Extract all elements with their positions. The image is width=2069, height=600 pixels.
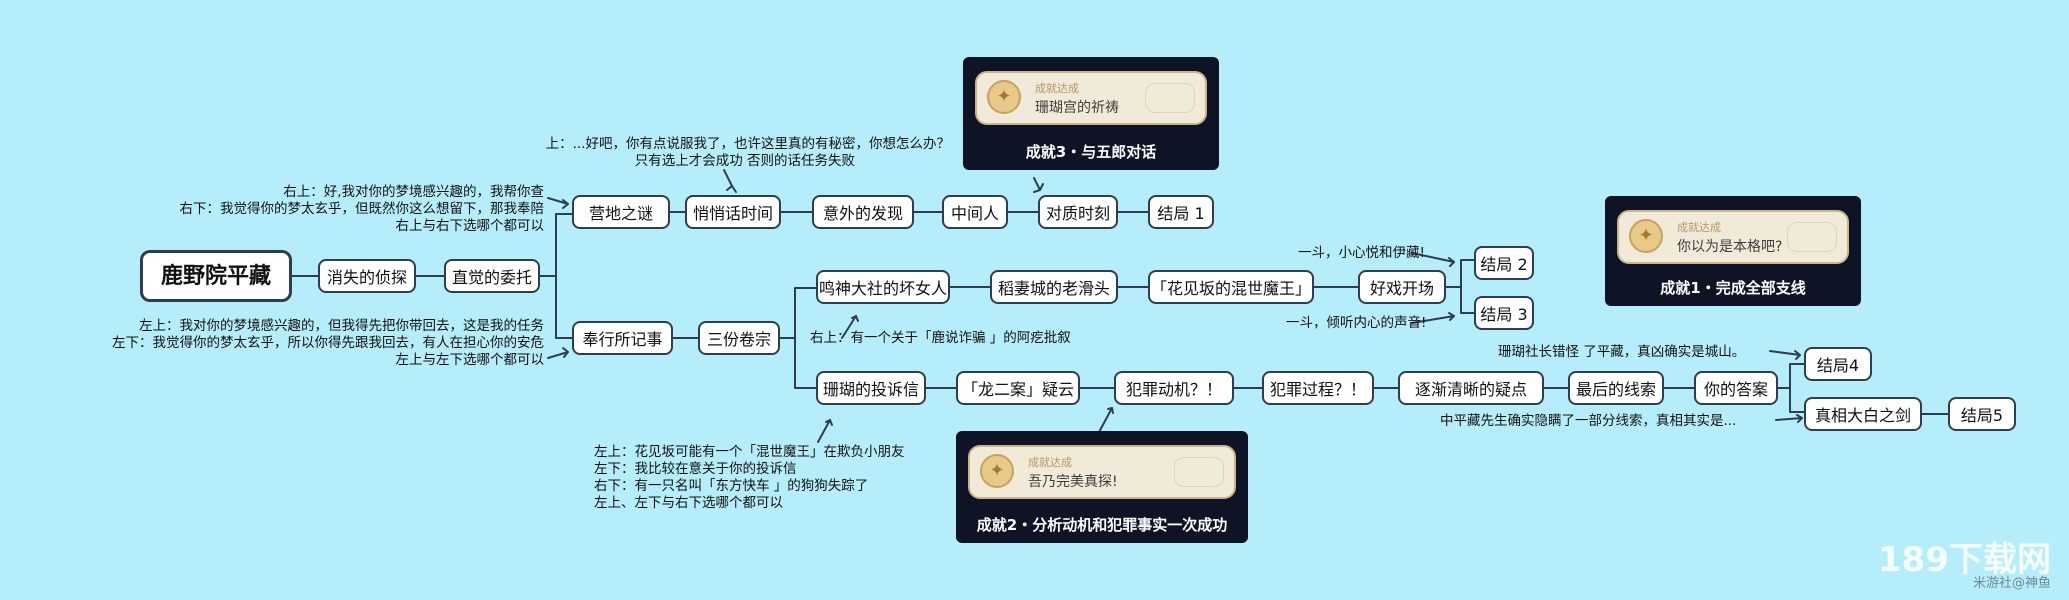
note-top-choice: 上：...好吧，你有点说服我了，也许这里真的有秘密，你想怎么办？ 只有选上才会成… <box>490 136 950 170</box>
note-choice-ending3: 一斗，倾听内心的声音! <box>1286 315 1427 331</box>
node-ending4: 结局4 <box>1804 347 1872 381</box>
achievement-caption: 成就3・与五郎对话 <box>1025 143 1157 161</box>
achievement-name: 吾乃完美真探! <box>1028 474 1118 490</box>
achievement-1: ✦ 成就达成 你以为是本格吧? 成就1・完成全部支线 <box>1605 196 1861 306</box>
note-bottom-choice-line4: 左上、左下与右下选哪个都可以 <box>594 495 783 511</box>
achievement-badge: 成就达成 <box>1035 82 1079 95</box>
note-upper-left: 右上：好,我对你的梦境感兴趣的，我帮你查 右下：我觉得你的梦太玄乎，但既然你这么… <box>124 184 545 235</box>
note-lower-left-line2: 左下：我觉得你的梦太玄乎，所以你得先跟我回去，有人在担心你的安危 <box>112 335 544 351</box>
node-ending1: 结局 1 <box>1148 195 1214 229</box>
note-bottom-choice-line1: 左上：花见坂可能有一个「混世魔王」在欺负小朋友 <box>594 444 905 460</box>
card-ornament <box>1174 457 1224 487</box>
achievement-name: 你以为是本格吧? <box>1677 239 1783 255</box>
node-old-fox: 稻妻城的老滑头 <box>990 270 1118 304</box>
node-ending2: 结局 2 <box>1474 246 1534 280</box>
node-magistrate: 奉行所记事 <box>572 321 673 355</box>
node-process: 犯罪过程？！ <box>1262 371 1374 405</box>
note-upper-left-line2: 右下：我觉得你的梦太玄乎，但既然你这么想留下，那我奉陪 <box>179 201 545 217</box>
note-upper-left-line3: 右上与右下选哪个都可以 <box>395 218 545 234</box>
node-ending3: 结局 3 <box>1474 296 1534 330</box>
achievement-name: 珊瑚宫的祈祷 <box>1035 100 1119 116</box>
node-motive: 犯罪动机？！ <box>1114 371 1234 405</box>
node-confront: 对质时刻 <box>1038 195 1118 229</box>
card-ornament <box>1145 83 1195 113</box>
node-intuition: 直觉的委托 <box>444 259 540 293</box>
node-truth-sword: 真相大白之剑 <box>1804 397 1922 431</box>
node-lost-detective: 消失的侦探 <box>318 259 416 293</box>
achievement-2: ✦ 成就达成 吾乃完美真探! 成就2・分析动机和犯罪事实一次成功 <box>956 431 1248 543</box>
achievement-caption: 成就2・分析动机和犯罪事实一次成功 <box>976 516 1228 534</box>
note-top-choice-line1: 上：...好吧，你有点说服我了，也许这里真的有秘密，你想怎么办？ <box>545 136 950 152</box>
achievement-card: ✦ 成就达成 吾乃完美真探! <box>968 445 1236 499</box>
note-lower-left-line3: 左上与左下选哪个都可以 <box>395 352 545 368</box>
node-middleman: 中间人 <box>942 195 1008 229</box>
node-clearer: 逐渐清晰的疑点 <box>1398 371 1544 405</box>
achievement-badge: 成就达成 <box>1028 456 1072 469</box>
achievement-card: ✦ 成就达成 珊瑚宫的祈祷 <box>975 71 1207 125</box>
card-ornament <box>1787 222 1837 252</box>
note-choice-ending4: 珊瑚社长错怪 了平藏，真凶确实是城山。 <box>1498 344 1746 360</box>
note-top-choice-line2: 只有选上才会成功 否则的话任务失败 <box>634 153 855 169</box>
achievement-3: ✦ 成就达成 珊瑚宫的祈祷 成就3・与五郎对话 <box>963 57 1219 170</box>
achievement-card: ✦ 成就达成 你以为是本格吧? <box>1617 210 1849 264</box>
node-dragon-case: 「龙二案」疑云 <box>956 371 1080 405</box>
note-upper-left-line1: 右上：好,我对你的梦境感兴趣的，我帮你查 <box>283 184 544 200</box>
watermark-sub: 米游社@神鱼 <box>1972 576 2051 591</box>
achievement-medal-icon: ✦ <box>987 80 1021 114</box>
note-bottom-choice: 左上：花见坂可能有一个「混世魔王」在欺负小朋友 左下：我比较在意关于你的投诉信 … <box>594 444 905 512</box>
note-lower-left-line1: 左上：我对你的梦境感兴趣的，但我得先把你带回去，这是我的任务 <box>139 318 544 334</box>
node-your-answer: 你的答案 <box>1694 371 1778 405</box>
note-bottom-choice-line3: 右下：有一只名叫「东方快车 」的狗狗失踪了 <box>594 478 869 494</box>
note-shrine: 右上：有一个关于「鹿说诈骗 」的阿疙批叙 <box>810 330 1071 346</box>
node-whisper-time: 悄悄话时间 <box>685 195 781 229</box>
node-bad-woman: 鸣神大社的坏女人 <box>816 270 950 304</box>
note-choice-ending2: 一斗，小心悦和伊藏! <box>1298 245 1425 261</box>
node-demon-king: 「花见坂的混世魔王」 <box>1148 270 1314 304</box>
node-last-clue: 最后的线索 <box>1568 371 1664 405</box>
node-camp-riddle: 营地之谜 <box>572 195 670 229</box>
note-lower-left: 左上：我对你的梦境感兴趣的，但我得先把你带回去，这是我的任务 左下：我觉得你的梦… <box>44 318 544 369</box>
note-bottom-choice-line2: 左下：我比较在意关于你的投诉信 <box>594 461 797 477</box>
node-unexpected: 意外的发现 <box>812 195 914 229</box>
note-choice-ending5: 中平藏先生确实隐瞒了一部分线索，真相其实是... <box>1440 413 1737 429</box>
node-three-cases: 三份卷宗 <box>698 321 780 355</box>
root-node: 鹿野院平藏 <box>140 250 292 302</box>
watermark-site: 189下载网 <box>1878 540 2051 580</box>
achievement-medal-icon: ✦ <box>1629 219 1663 253</box>
achievement-medal-icon: ✦ <box>980 454 1014 488</box>
node-ending5: 结局5 <box>1948 397 2016 431</box>
achievement-caption: 成就1・完成全部支线 <box>1660 279 1806 297</box>
achievement-badge: 成就达成 <box>1677 221 1721 234</box>
node-good-show: 好戏开场 <box>1358 270 1446 304</box>
node-complaint: 珊瑚的投诉信 <box>816 371 926 405</box>
